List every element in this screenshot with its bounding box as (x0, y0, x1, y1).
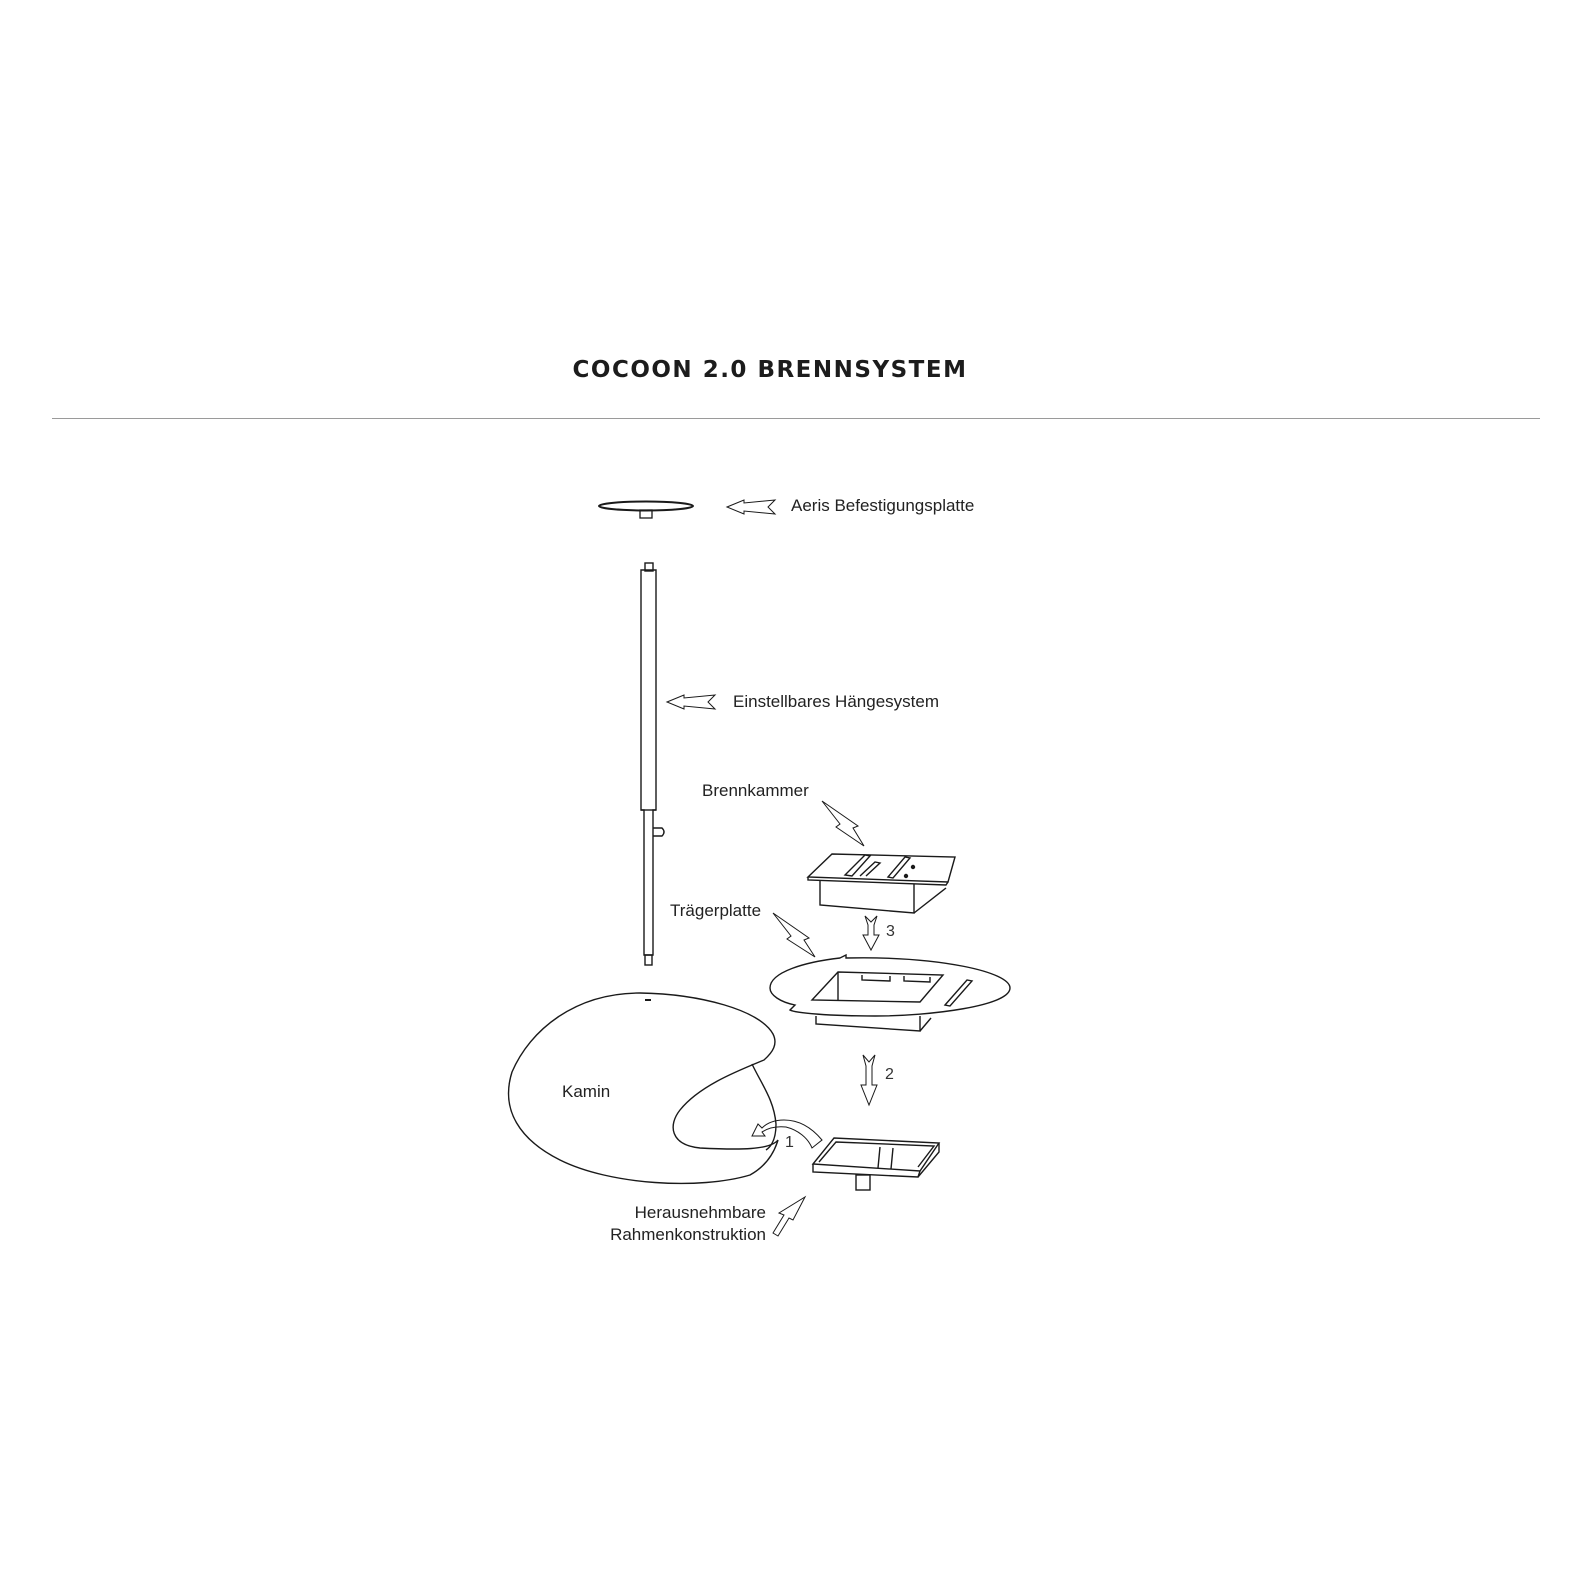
arrow-icon-removable-frame (772, 1195, 807, 1237)
mounting-plate-drawing (598, 500, 694, 519)
label-burn-chamber: Brennkammer (702, 781, 809, 800)
arrow-icon-burn-chamber (821, 800, 865, 847)
label-fireplace: Kamin (562, 1082, 611, 1101)
title-text: COCOON 2.0 BRENNSYSTEM (572, 357, 968, 383)
arrow-icon-mounting-plate (725, 499, 777, 515)
step-number-2: 2 (885, 1066, 894, 1083)
burn-chamber-drawing (806, 853, 956, 914)
arrow-icon-hanging-system (665, 694, 717, 710)
arrow-icon-step-3 (862, 915, 880, 952)
page-title: COCOON 2.0 BRENNSYSTEM (0, 357, 1592, 383)
label-mounting-plate: Aeris Befestigungsplatte (791, 496, 975, 515)
label-carrier-plate: Trägerplatte (670, 901, 762, 920)
title-divider (52, 418, 1540, 419)
label-frame-line1: Herausnehmbare (634, 1203, 766, 1222)
fireplace-drawing (507, 992, 779, 1185)
step-number-3: 3 (886, 923, 895, 940)
carrier-plate-drawing (769, 953, 1011, 1032)
curved-arrow-icon-step-1 (751, 1119, 823, 1149)
step-number-1: 1 (785, 1134, 794, 1151)
label-frame-line2: Rahmenkonstruktion (610, 1225, 766, 1244)
arrow-icon-carrier-plate (772, 912, 816, 958)
arrow-icon-step-2 (860, 1054, 878, 1107)
hanging-rod-drawing (640, 562, 665, 966)
label-hanging-system: Einstellbares Hängesystem (733, 692, 939, 711)
removable-frame-drawing (811, 1137, 941, 1191)
